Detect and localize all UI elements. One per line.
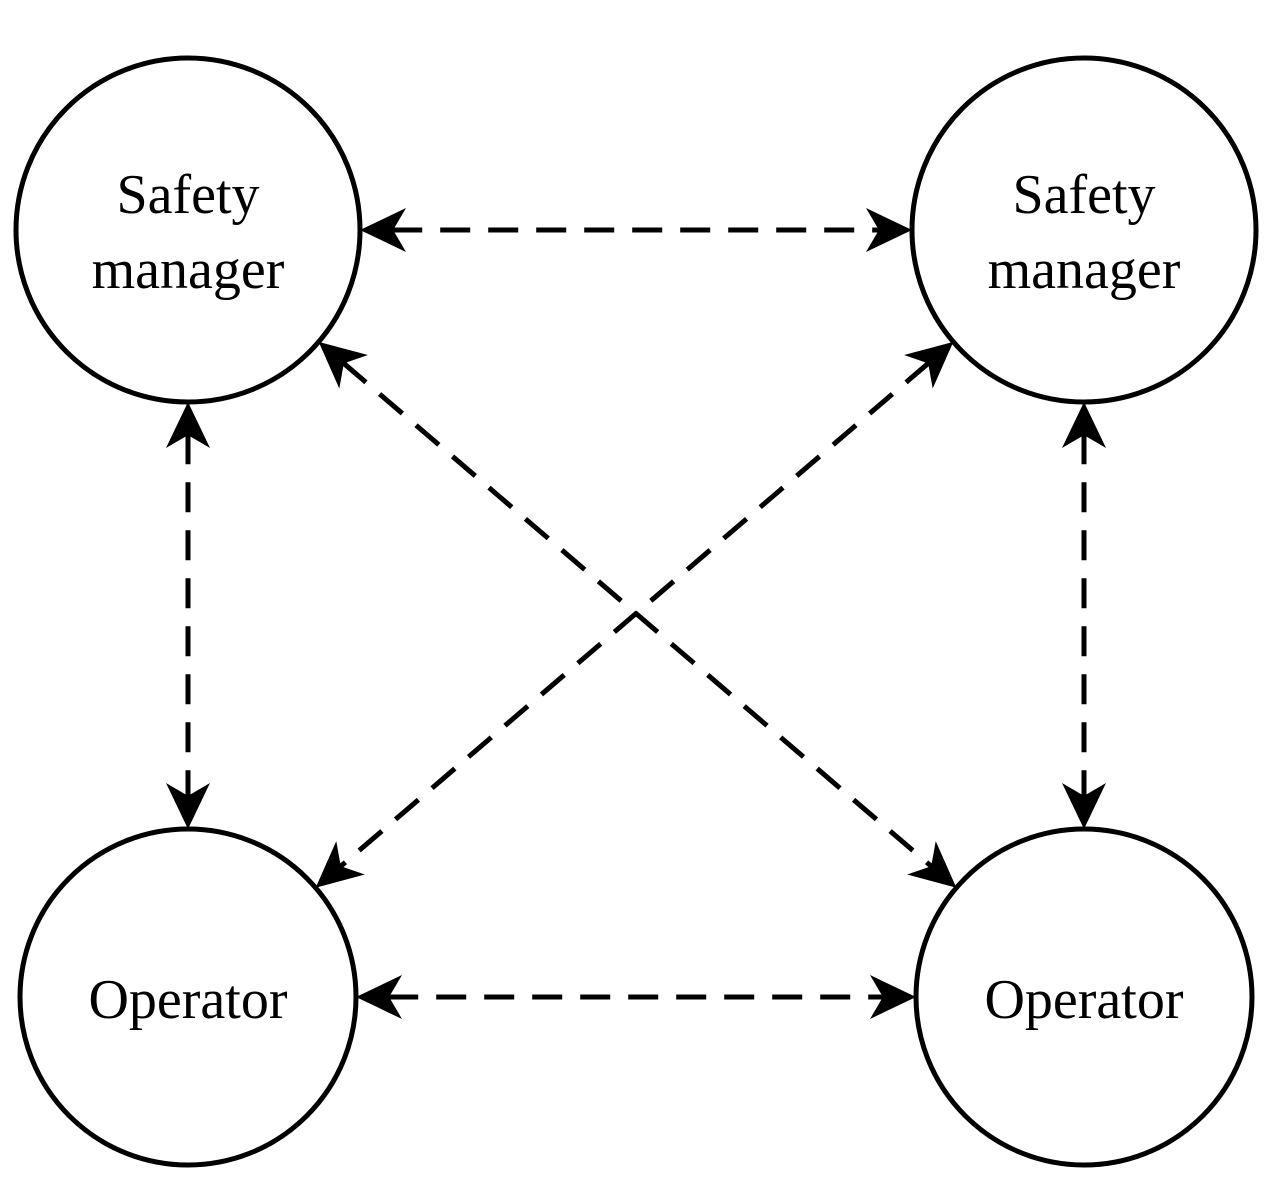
edge-top-right-to-bottom-right-arrowhead-end (1062, 783, 1106, 829)
edge-top-right-to-bottom-left-arrowhead-end (315, 841, 365, 888)
node-bottom-left-circle (17, 826, 359, 1168)
node-top-right-label-line-1: Safety (1012, 164, 1155, 226)
node-bottom-right: Operator (913, 826, 1255, 1168)
node-bottom-left: Operator (17, 826, 359, 1168)
node-top-right: Safety manager (909, 55, 1259, 405)
edge-top-left-to-top-right-arrowhead-start (360, 208, 406, 252)
edges-layer (166, 208, 1106, 1019)
node-top-right-label-line-2: manager (988, 239, 1181, 301)
node-bottom-left-label: Operator (88, 969, 287, 1031)
node-top-left: Safety manager (13, 55, 363, 405)
edge-top-left-to-bottom-left-arrowhead-start (166, 402, 210, 448)
edge-top-right-to-bottom-left (338, 360, 931, 869)
edge-top-right-to-bottom-left-arrowhead-start (904, 341, 954, 389)
edge-top-left-to-top-right-arrowhead-end (866, 208, 912, 252)
edge-top-right-to-bottom-right-arrowhead-start (1062, 402, 1106, 448)
edge-top-left-to-bottom-right-arrowhead-end (907, 841, 957, 888)
edge-top-left-to-bottom-left-arrowhead-end (166, 783, 210, 829)
edge-top-left-to-bottom-right-arrowhead-start (318, 341, 368, 389)
edge-bottom-left-to-bottom-right-arrowhead-end (870, 975, 916, 1019)
edge-bottom-left-to-bottom-right-arrowhead-start (356, 975, 402, 1019)
node-top-left-label-line-1: Safety (116, 164, 259, 226)
node-top-left-circle (13, 55, 363, 405)
node-bottom-right-label: Operator (984, 969, 1183, 1031)
node-top-right-circle (909, 55, 1259, 405)
node-bottom-right-circle (913, 826, 1255, 1168)
node-top-left-label-line-2: manager (92, 239, 285, 301)
